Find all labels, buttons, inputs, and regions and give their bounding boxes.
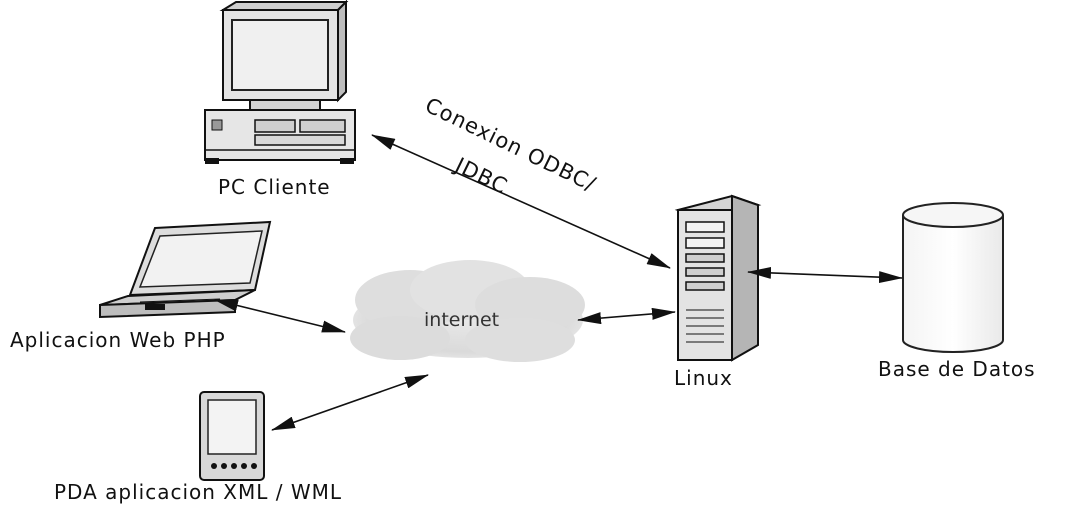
database-cylinder-icon [902,202,1004,353]
connector-laptop-internet [214,299,346,333]
connector-internet-server [577,307,676,325]
cloud-icon [350,260,585,362]
connector-pda-internet [271,374,429,431]
desktop-computer-icon [204,0,356,164]
server-tower-icon [674,194,762,362]
connector-pc-server [371,134,671,269]
pda-label: PDA aplicacion XML / WML [54,480,343,504]
pda-icon [199,391,265,481]
database-label: Base de Datos [878,357,1036,381]
laptop-icon [99,220,272,319]
pc-client-label: PC Cliente [218,175,331,199]
laptop-label: Aplicacion Web PHP [10,328,226,352]
server-label: Linux [674,366,733,390]
connector-server-database [747,266,903,284]
internet-label: internet [424,309,500,331]
